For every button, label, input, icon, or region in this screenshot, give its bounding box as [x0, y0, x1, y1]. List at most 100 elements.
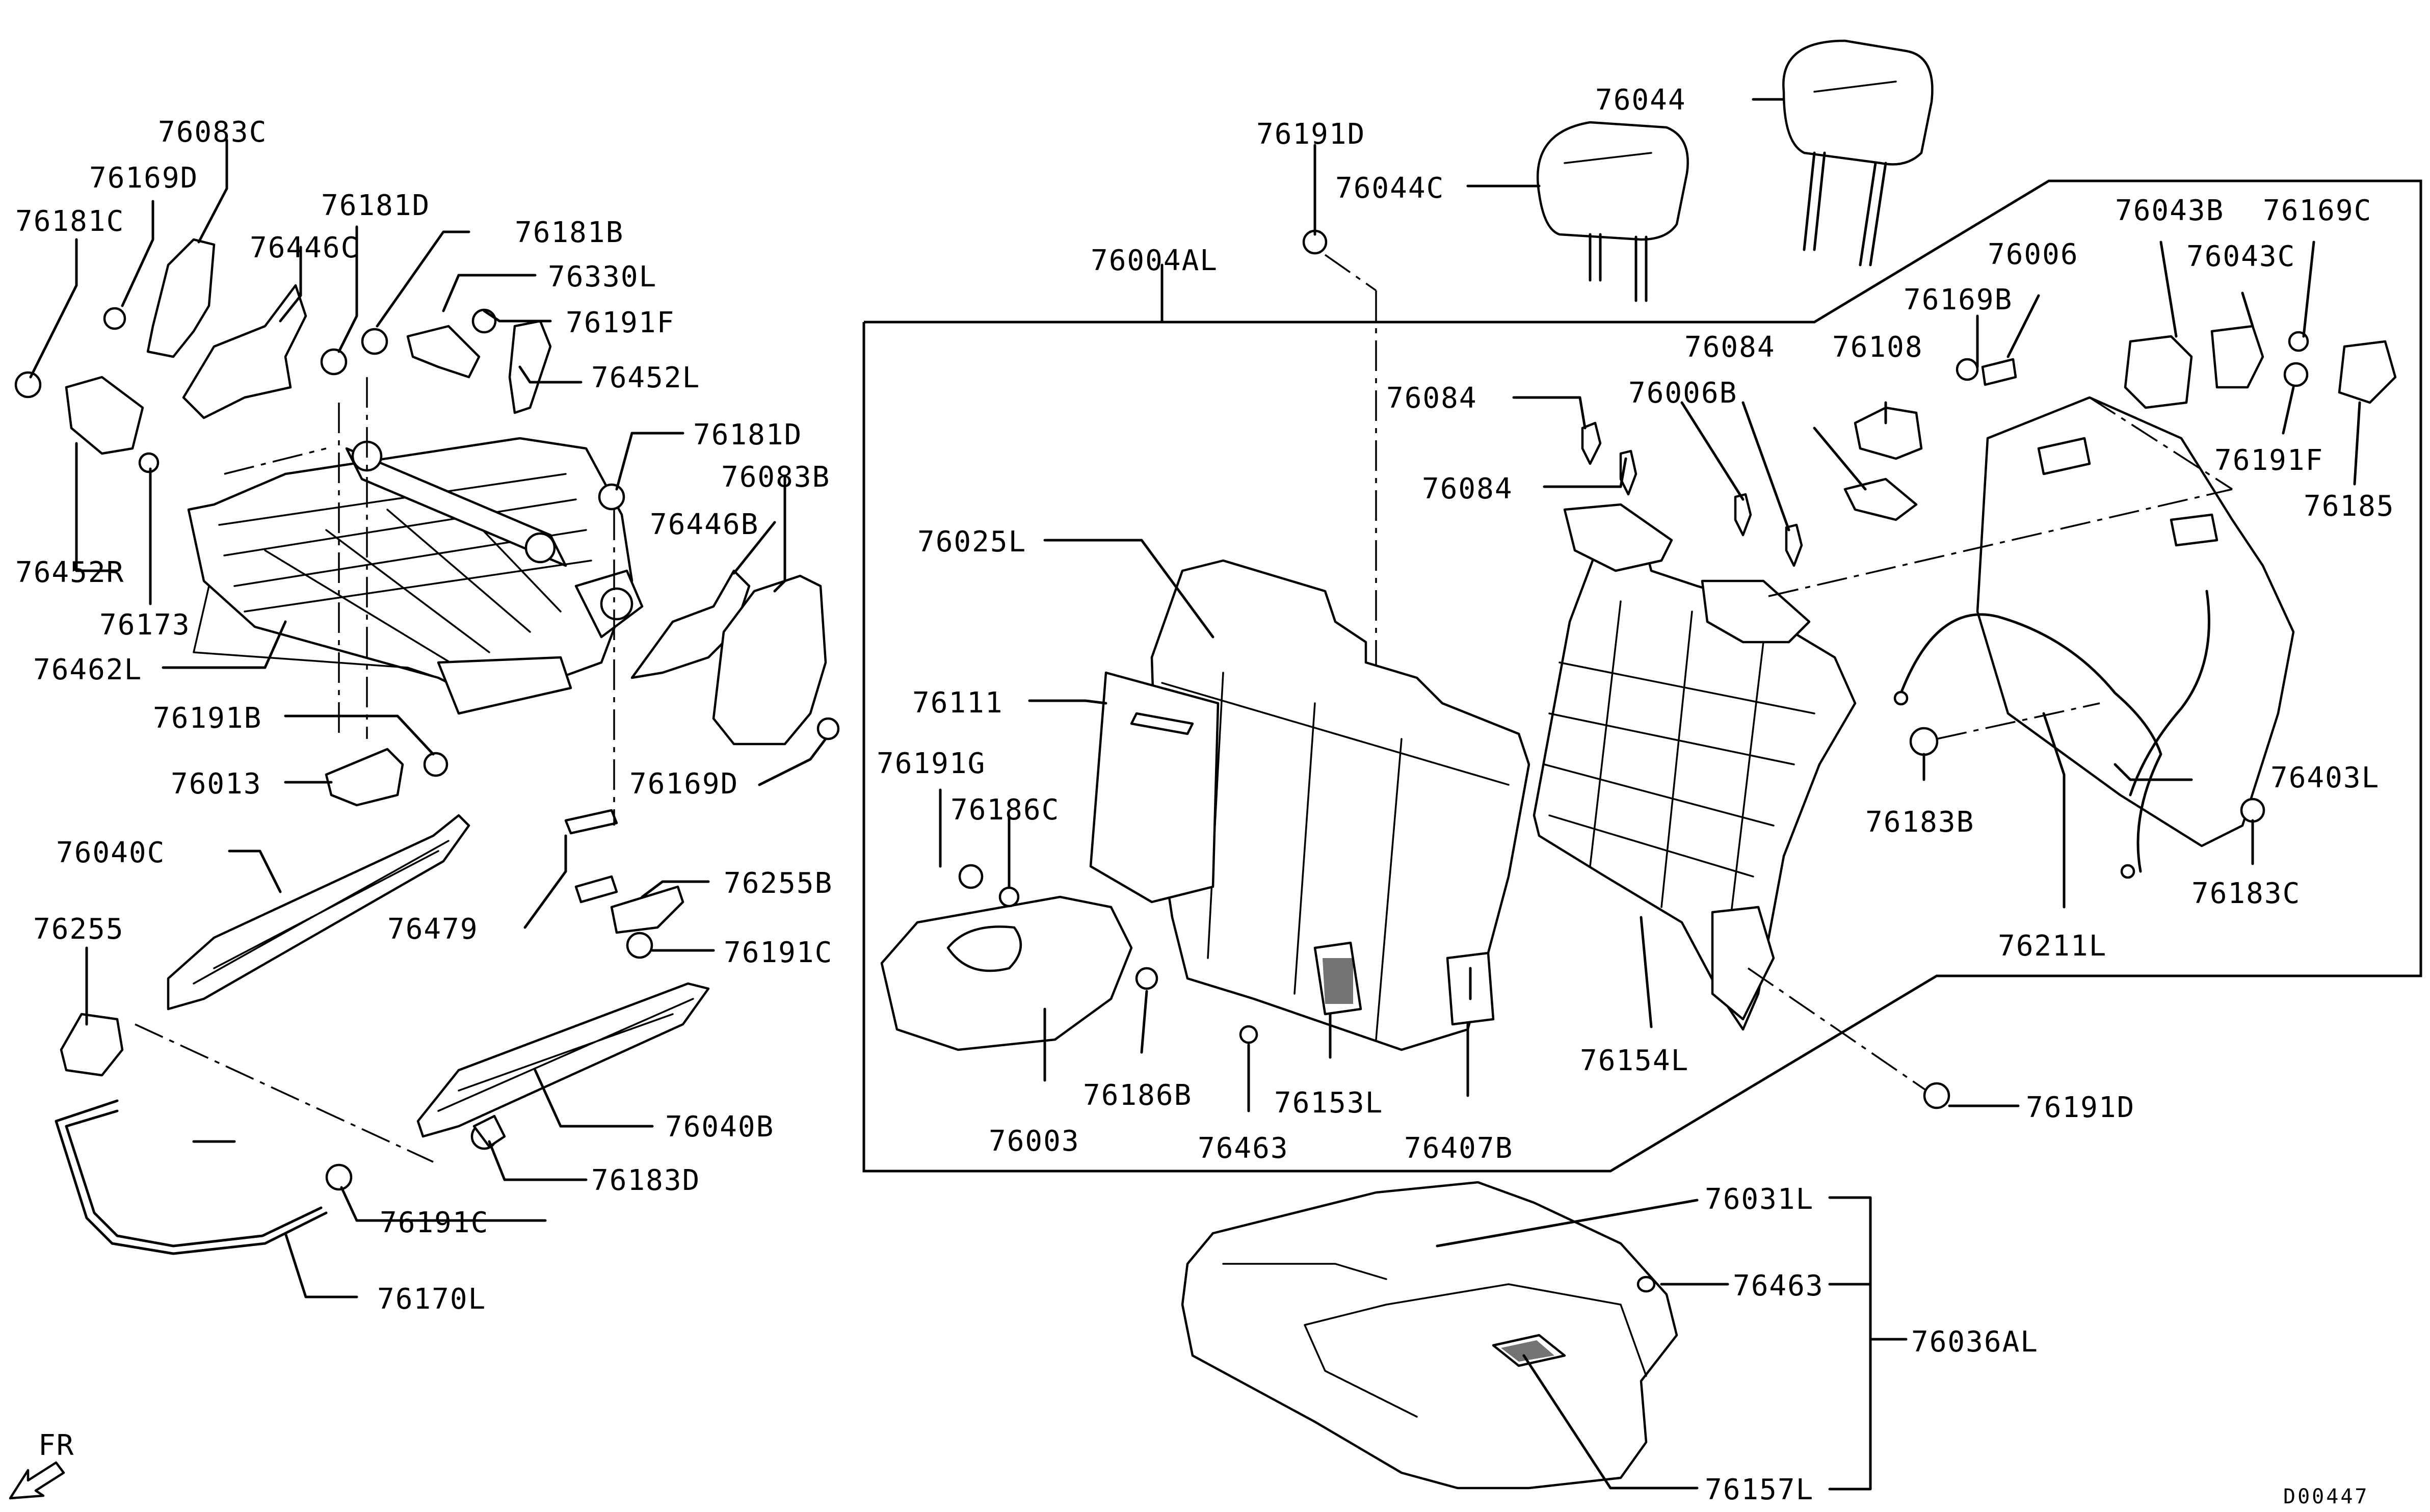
cover-76083C	[146, 238, 216, 358]
plate-76479	[564, 809, 618, 835]
wire-76170L	[55, 1099, 328, 1255]
label-76013: 76013	[171, 767, 262, 801]
label-76191C: 76191C	[724, 936, 833, 969]
label-76083C: 76083C	[158, 116, 267, 149]
seatback-group-outline	[862, 179, 2422, 1173]
bracket-76043B	[2124, 335, 2193, 409]
label-76169B: 76169B	[1904, 283, 2013, 316]
latch-76185	[2338, 340, 2397, 404]
label-76169C: 76169C	[2263, 194, 2372, 227]
part-labels: 76083C 76169D 76181C 76446C 76181D 76181…	[15, 84, 2395, 1506]
label-76169D: 76169D	[89, 162, 198, 195]
label-76181B: 76181B	[515, 216, 624, 249]
label-76186C: 76186C	[950, 793, 1060, 827]
drawing-code: D00447	[2283, 1485, 2369, 1508]
label-76006B: 76006B	[1628, 377, 1737, 410]
label-76004AL: 76004AL	[1091, 244, 1218, 277]
armrest-76003	[880, 895, 1133, 1051]
leader-lines	[29, 98, 2361, 1490]
headrest-76044	[1782, 39, 1934, 166]
label-76111: 76111	[912, 686, 1003, 720]
label-76181D: 76181D	[321, 189, 430, 222]
cover-76083B	[712, 574, 827, 746]
label-76330L: 76330L	[548, 260, 657, 294]
label-76031L: 76031L	[1705, 1183, 1814, 1216]
label-76191F: 76191F	[566, 306, 675, 339]
label-76403L: 76403L	[2270, 761, 2380, 794]
label-76191C-b: 76191C	[380, 1206, 489, 1239]
label-76157L: 76157L	[1705, 1473, 1814, 1506]
bracket-76446C	[182, 284, 307, 419]
label-76036AL: 76036AL	[1911, 1325, 2039, 1359]
label-76463: 76463	[1198, 1132, 1289, 1165]
label-76043C: 76043C	[2186, 240, 2295, 273]
cushion-76031L	[1181, 1181, 1678, 1490]
label-76186B: 76186B	[1083, 1079, 1192, 1112]
panel-76111	[1089, 671, 1220, 904]
label-76043B: 76043B	[2115, 194, 2224, 227]
seatback-pad-76025L	[1150, 559, 1530, 1051]
label-76170L: 76170L	[377, 1283, 486, 1316]
label-76191B: 76191B	[153, 702, 262, 735]
label-76183B: 76183B	[1865, 806, 1974, 839]
label-76083B: 76083B	[721, 461, 830, 494]
label-76191D: 76191D	[1256, 118, 1365, 151]
label-76446B: 76446B	[650, 508, 759, 541]
label-76154L: 76154L	[1580, 1044, 1689, 1077]
plate-76006	[1981, 358, 2017, 386]
label-76040C: 76040C	[56, 836, 165, 869]
label-76044C: 76044C	[1335, 172, 1444, 205]
cushion-group-bracket	[1828, 1196, 1872, 1491]
slide-rail-76040C	[167, 814, 470, 1011]
label-76452R: 76452R	[15, 556, 124, 589]
buckle-76452L	[406, 325, 481, 379]
back-panel-76211L	[1976, 396, 2295, 847]
front-arrow-icon	[9, 1461, 65, 1500]
label-76255B: 76255B	[724, 867, 833, 900]
slide-rail-76040B	[416, 982, 710, 1138]
clip-76255	[60, 1013, 124, 1077]
label-76108: 76108	[1832, 331, 1923, 364]
cable-76403L	[1899, 590, 2210, 873]
label-76183D: 76183D	[591, 1164, 700, 1197]
bracket-76013	[325, 748, 404, 807]
label-76084-a: 76084	[1684, 331, 1776, 364]
label-76040B: 76040B	[665, 1110, 774, 1144]
label-76084-c: 76084	[1422, 472, 1513, 506]
label-76463-b: 76463	[1733, 1269, 1824, 1303]
label-76084-b: 76084	[1386, 382, 1477, 415]
label-76044: 76044	[1595, 84, 1686, 117]
buckle-76452R	[65, 376, 144, 455]
label-76191D-b: 76191D	[2026, 1091, 2135, 1124]
label-76191G: 76191G	[877, 747, 986, 780]
label-76025L: 76025L	[917, 525, 1026, 559]
label-76191F-b: 76191F	[2214, 444, 2323, 477]
label-76006: 76006	[1988, 238, 2079, 271]
headrest-76044C	[1536, 121, 1689, 241]
front-direction-indicator: FR	[9, 1429, 74, 1500]
label-76446C: 76446C	[250, 231, 359, 264]
bracket-76043C	[2210, 325, 2264, 389]
latch-76006B	[1843, 478, 1918, 521]
label-76255: 76255	[33, 913, 124, 946]
label-76407B: 76407B	[1404, 1132, 1513, 1165]
label-76153L: 76153L	[1274, 1086, 1383, 1120]
label-76452L: 76452L	[591, 361, 700, 394]
label-76183C: 76183C	[2191, 877, 2301, 910]
label-76185: 76185	[2304, 490, 2395, 523]
latch-76108	[1854, 406, 1923, 460]
label-76173: 76173	[99, 608, 191, 642]
seat-frame	[187, 437, 644, 715]
bracket-76446B	[630, 569, 751, 679]
seatback-frame-76154L	[1533, 503, 1857, 1031]
front-label: FR	[38, 1429, 74, 1462]
label-76181D-b: 76181D	[693, 418, 802, 452]
label-76003: 76003	[989, 1125, 1080, 1158]
label-76181C: 76181C	[15, 205, 124, 238]
label-76462L: 76462L	[33, 653, 142, 686]
label-76479: 76479	[387, 913, 479, 946]
handle-76255B	[610, 885, 684, 934]
label-76211L: 76211L	[1998, 930, 2107, 963]
label-76169D-b: 76169D	[629, 767, 738, 801]
